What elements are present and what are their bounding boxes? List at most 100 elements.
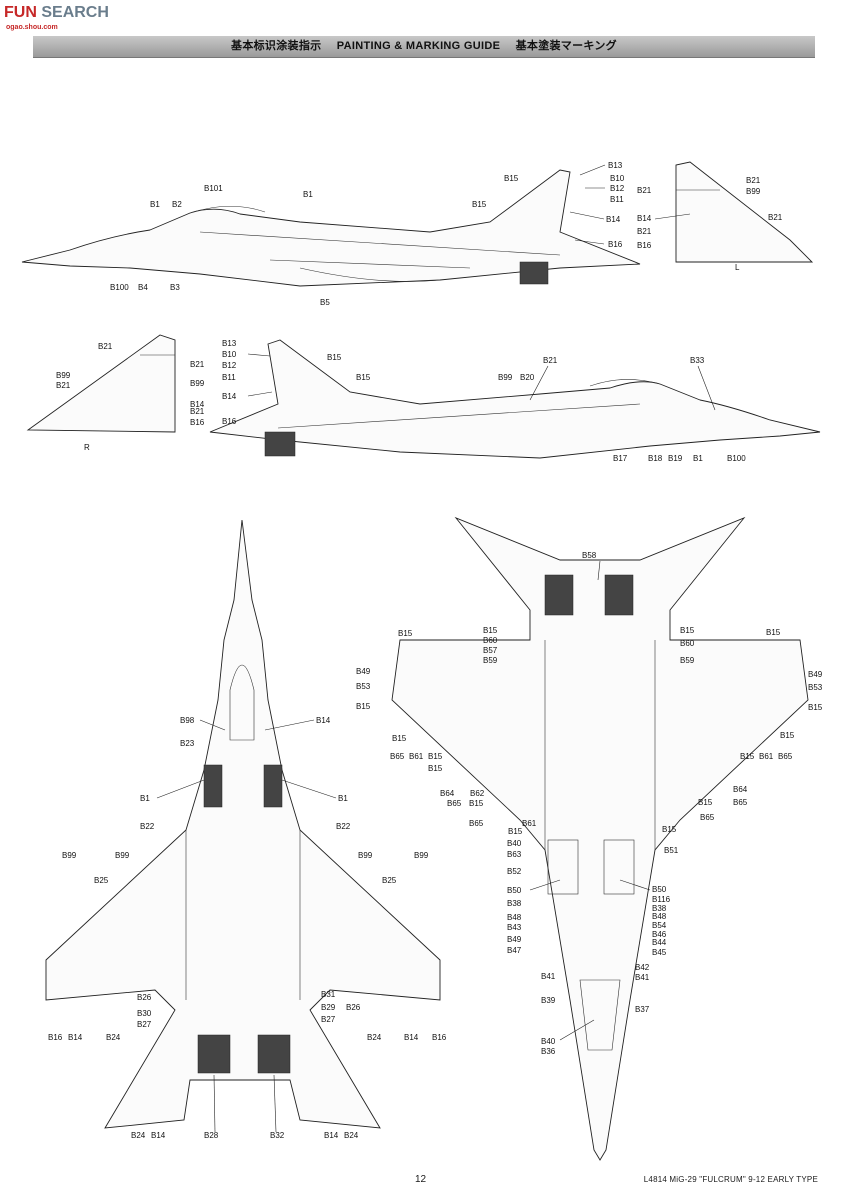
right-side-view: B13 B10 B12 B11 B15 B15 B14 B16 B21 B99 … xyxy=(209,339,821,463)
callout-label: B15 xyxy=(662,825,677,834)
callout-label: B1 xyxy=(338,794,348,803)
callout-label: B61 xyxy=(522,819,537,828)
callout-label: B12 xyxy=(610,184,625,193)
callout-label: B41 xyxy=(541,972,556,981)
callout-label: B100 xyxy=(727,454,746,463)
callout-label: B99 xyxy=(115,851,130,860)
callout-label: B15 xyxy=(428,752,443,761)
title-en: PAINTING & MARKING GUIDE xyxy=(336,40,501,52)
callout-label: B13 xyxy=(608,161,623,170)
callout-label: B64 xyxy=(733,785,748,794)
callout-label: B65 xyxy=(700,813,715,822)
left-side-view: B100 B4 B3 B5 B101 B1 B2 B1 B15 B15 B13 … xyxy=(21,161,641,307)
fin-right-view: B21 B21 B99 B21 B99 B14 B21 B16 R xyxy=(26,334,205,452)
callout-label: B49 xyxy=(356,667,371,676)
callout-label: B38 xyxy=(652,904,667,913)
callout-label: B49 xyxy=(507,935,522,944)
callout-label: B21 xyxy=(190,407,205,416)
callout-label: B99 xyxy=(498,373,513,382)
callout-label: B21 xyxy=(56,381,71,390)
bottom-view: B58 B15 B15 B15 B60 B60 B57 B59 B59 B49 … xyxy=(356,516,823,1161)
watermark-logo: FUN SEARCH xyxy=(4,4,109,22)
callout-label: B17 xyxy=(613,454,628,463)
callout-label: B14 xyxy=(637,214,652,223)
title-cn: 基本标识涂装指示 xyxy=(231,40,322,52)
callout-label: B1 xyxy=(150,200,160,209)
callout-label: B16 xyxy=(48,1033,63,1042)
callout-label: B24 xyxy=(367,1033,382,1042)
callout-label: B21 xyxy=(637,227,652,236)
callout-label: B60 xyxy=(483,636,498,645)
callout-label: B101 xyxy=(204,184,223,193)
callout-label: B65 xyxy=(390,752,405,761)
callout-label: B58 xyxy=(582,551,597,560)
callout-label: B21 xyxy=(746,176,761,185)
callout-label: B51 xyxy=(664,846,679,855)
callout-label: B53 xyxy=(808,683,823,692)
callout-label: B14 xyxy=(324,1131,339,1140)
callout-label: B22 xyxy=(140,822,155,831)
callout-label: B50 xyxy=(507,886,522,895)
callout-label: B21 xyxy=(98,342,113,351)
watermark-brand-b: SEARCH xyxy=(41,4,109,21)
callout-label: B99 xyxy=(414,851,429,860)
top-view: B98 B14 B23 B1 B1 B22 B22 B99 B99 B99 B9… xyxy=(45,519,447,1140)
callout-label: B99 xyxy=(56,371,71,380)
callout-label: B12 xyxy=(222,361,237,370)
callout-label: B3 xyxy=(170,283,180,292)
callout-label: B31 xyxy=(321,990,336,999)
callout-label: B65 xyxy=(733,798,748,807)
callout-label: B15 xyxy=(428,764,443,773)
callout-label: B52 xyxy=(507,867,522,876)
callout-label: B15 xyxy=(398,629,413,638)
callout-label: B38 xyxy=(507,899,522,908)
callout-label: B99 xyxy=(746,187,761,196)
callout-label: B64 xyxy=(440,789,455,798)
callout-label: B11 xyxy=(610,195,624,204)
callout-label: B15 xyxy=(508,827,523,836)
callout-label: B15 xyxy=(680,626,695,635)
callout-label: B14 xyxy=(316,716,331,725)
watermark-site: ogao.shou.com xyxy=(6,24,58,31)
callout-label: B40 xyxy=(507,839,522,848)
callout-label: B15 xyxy=(698,798,713,807)
callout-label: B65 xyxy=(778,752,793,761)
callout-label: B62 xyxy=(470,789,485,798)
callout-label: B18 xyxy=(648,454,663,463)
callout-label: B19 xyxy=(668,454,683,463)
callout-label: B47 xyxy=(507,946,522,955)
callout-label: B100 xyxy=(110,283,129,292)
callout-label: B61 xyxy=(409,752,424,761)
callout-label: B41 xyxy=(635,973,650,982)
callout-label: B32 xyxy=(270,1131,285,1140)
callout-label: B33 xyxy=(690,356,705,365)
callout-label: B29 xyxy=(321,1003,336,1012)
callout-label: B14 xyxy=(606,215,621,224)
callout-label: B14 xyxy=(222,392,237,401)
callout-label: B24 xyxy=(344,1131,359,1140)
callout-label: B60 xyxy=(680,639,695,648)
callout-label: B40 xyxy=(541,1037,556,1046)
callout-label: B15 xyxy=(504,174,519,183)
callout-label: B21 xyxy=(190,360,205,369)
callout-label: B4 xyxy=(138,283,148,292)
callout-label: B48 xyxy=(652,912,667,921)
callout-label: B13 xyxy=(222,339,237,348)
callout-label: B26 xyxy=(346,1003,361,1012)
callout-label: B46 xyxy=(652,930,667,939)
callout-label: B65 xyxy=(469,819,484,828)
callout-label: B11 xyxy=(222,373,236,382)
callout-label: B2 xyxy=(172,200,182,209)
callout-label: B16 xyxy=(222,417,237,426)
callout-label: B27 xyxy=(137,1020,152,1029)
callout-label: B63 xyxy=(507,850,522,859)
callout-label: B26 xyxy=(137,993,152,1002)
callout-label: B99 xyxy=(358,851,373,860)
callout-label: B16 xyxy=(637,241,652,250)
callout-label: B21 xyxy=(768,213,783,222)
watermark-brand-a: FUN xyxy=(4,4,37,21)
callout-label: B16 xyxy=(432,1033,447,1042)
callout-label: B14 xyxy=(151,1131,166,1140)
callout-label: B45 xyxy=(652,948,667,957)
callout-label: B25 xyxy=(94,876,109,885)
